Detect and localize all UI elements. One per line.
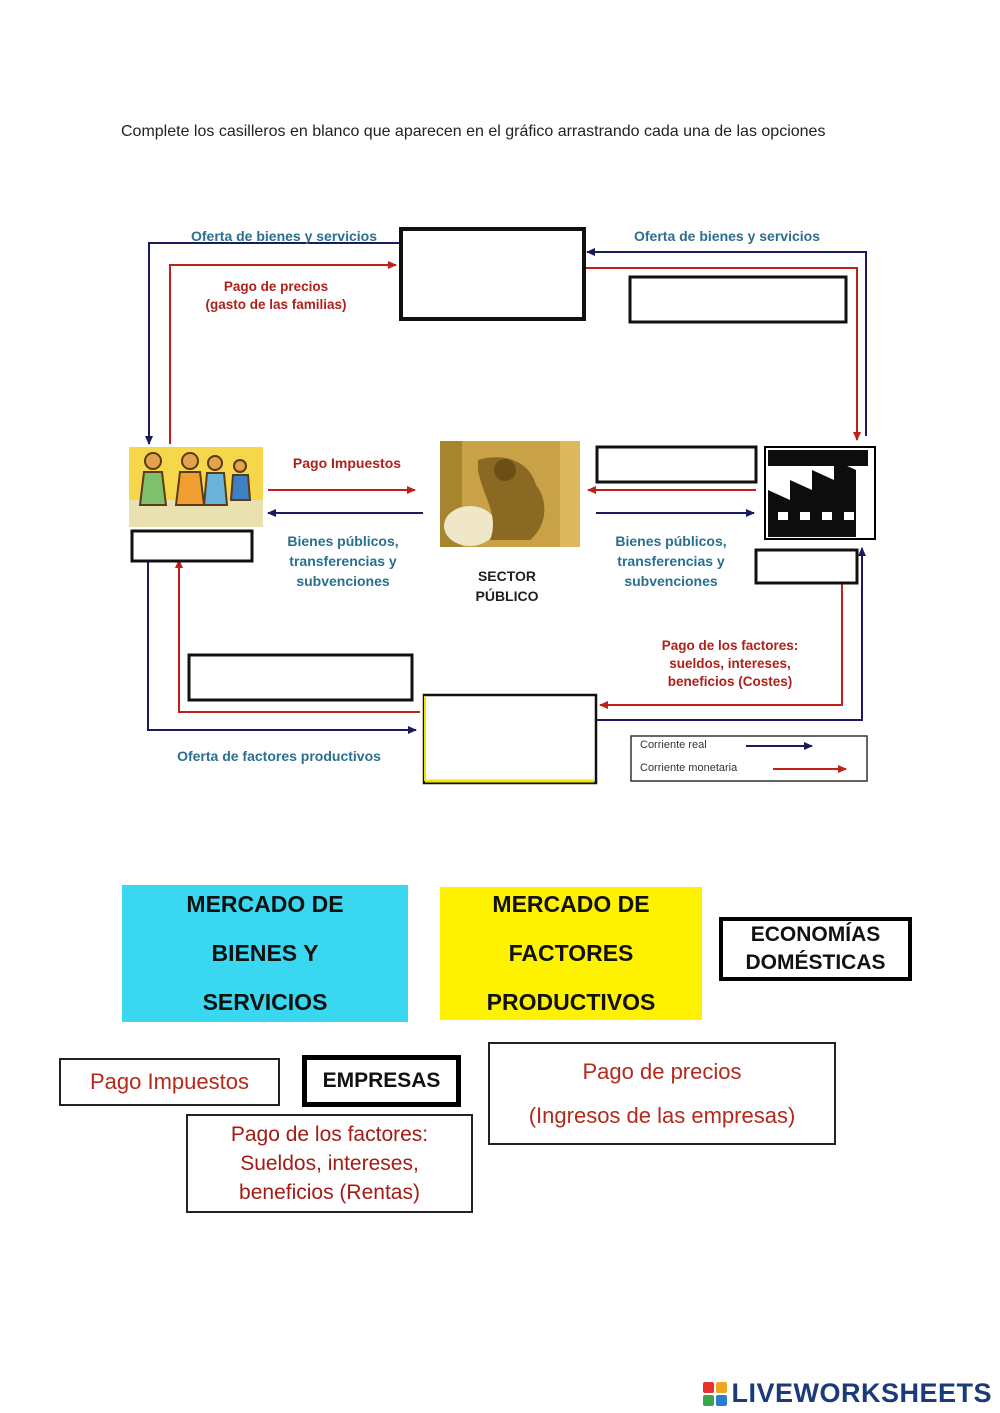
label-bienes-publicos-left: Bienes públicos, transferencias y subven… [287, 533, 399, 589]
label-pago-factores: Pago de los factores: sueldos, intereses… [661, 638, 799, 689]
real-flow-arrows [145, 242, 867, 734]
instructions-text: Complete los casilleros en blanco que ap… [121, 123, 826, 140]
blank-factory [754, 548, 859, 585]
money-flow-bottom-left [175, 559, 420, 713]
card-mercado-factores[interactable]: MERCADO DE FACTORES PRODUCTIVOS [440, 887, 702, 1020]
label-offer-goods-right: Oferta de bienes y servicios [634, 228, 820, 244]
logo-grid-icon [703, 1381, 728, 1406]
blank-public-right [595, 445, 758, 484]
factory-picture [764, 446, 876, 540]
brand-text: LIVEWORKSHEETS [731, 1378, 992, 1408]
card-text: DOMÉSTICAS [745, 951, 886, 974]
label-oferta-factores: Oferta de factores productivos [177, 748, 381, 764]
label-sector-publico: SECTOR PÚBLICO [475, 568, 539, 604]
real-flow-top-left [145, 242, 400, 445]
card-text: MERCADO DE [492, 891, 650, 917]
label-pago-impuestos: Pago Impuestos [292, 455, 402, 471]
label-offer-goods-left: Oferta de bienes y servicios [191, 228, 377, 244]
label-pago-precios: Pago de precios (gasto de las familias) [205, 279, 347, 312]
blank-top-right [628, 275, 848, 324]
families-picture [129, 447, 263, 527]
card-text: MERCADO DE [186, 891, 344, 917]
monetary-flow-arrows [169, 261, 861, 713]
card-text: Sueldos, intereses, [240, 1152, 419, 1175]
card-empresas[interactable]: EMPRESAS [302, 1055, 461, 1107]
card-text: PRODUCTIVOS [486, 989, 656, 1015]
card-text: (Ingresos de las empresas) [528, 1102, 796, 1128]
money-flow-top-left [169, 261, 397, 444]
card-text: Pago de precios [582, 1058, 742, 1084]
card-mercado-bienes[interactable]: MERCADO DE BIENES Y SERVICIOS [122, 885, 408, 1022]
legend-real-label: Corriente real [640, 739, 707, 751]
card-pago-precios[interactable]: Pago de precios (Ingresos de las empresa… [488, 1042, 836, 1145]
money-flow-top-right [585, 267, 861, 441]
legend-monetary-label: Corriente monetaria [640, 762, 738, 774]
liveworksheets-logo[interactable]: LIVEWORKSHEETS [703, 1378, 992, 1409]
card-text: Pago de los factores: [230, 1123, 429, 1146]
card-text: BIENES Y [211, 940, 319, 966]
card-text: FACTORES [508, 940, 634, 966]
blank-top-center [399, 227, 586, 321]
blank-families [130, 529, 254, 563]
label-bienes-publicos-right: Bienes públicos, transferencias y subven… [615, 533, 727, 589]
real-flow-top-right [586, 248, 867, 436]
card-text: beneficios (Rentas) [239, 1181, 420, 1204]
card-economias-domesticas[interactable]: ECONOMÍAS DOMÉSTICAS [719, 917, 912, 981]
card-pago-impuestos[interactable]: Pago Impuestos [59, 1058, 280, 1106]
blank-bottom-center [422, 693, 598, 785]
circular-flow-diagram [129, 227, 876, 785]
legend-box [630, 735, 868, 782]
real-flow-bottom-right [597, 547, 866, 721]
money-flow-bottom-right [599, 560, 843, 709]
card-text: SERVICIOS [202, 989, 328, 1015]
card-text: ECONOMÍAS [750, 923, 881, 946]
public-sector-picture [440, 441, 580, 547]
blank-bottom-left [187, 653, 414, 702]
drop-targets [130, 227, 859, 785]
real-flow-bottom-left [147, 540, 417, 734]
card-pago-factores[interactable]: Pago de los factores: Sueldos, intereses… [186, 1114, 473, 1213]
